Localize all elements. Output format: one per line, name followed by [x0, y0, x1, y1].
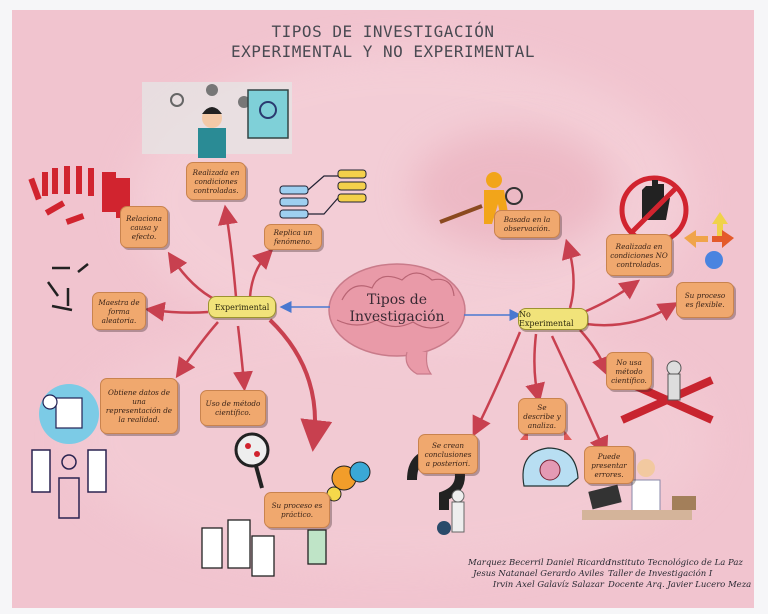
arrow-exp-6 — [232, 325, 253, 392]
random-arrows-icon — [46, 263, 89, 312]
noexp-box-observacion: Basada en la observación. — [494, 210, 560, 238]
checklist-person-icon — [31, 384, 107, 519]
author-2: Jesus Natanael Gerardo Aviles — [472, 569, 604, 579]
authors-block: Marquez Becerril Daniel Ricardo Jesus Na… — [468, 558, 611, 591]
arrow-exp-4 — [144, 301, 209, 322]
arrow-noexp-7 — [550, 335, 609, 457]
center-label-line-2: Investigación — [349, 309, 445, 325]
exp-box-controlled: Realizada en condiciones controladas. — [186, 162, 246, 200]
arrow-exp-5 — [175, 321, 219, 379]
arrow-noexp-4 — [579, 329, 611, 377]
teacher-certificate-icon — [142, 82, 292, 158]
experimental-pill: Experimental — [208, 296, 276, 318]
institution-line-2: Taller de Investigación I — [608, 569, 713, 579]
noexp-box-conclusiones: Se crean conclusiones a posteriori. — [418, 434, 478, 474]
arrow-exp-3 — [167, 251, 217, 302]
no-experimental-pill: No Experimental — [518, 308, 588, 330]
exp-box-metodo: Uso de método científico. — [200, 390, 266, 426]
brain-head-icon — [520, 430, 579, 487]
exp-box-obtiene-datos: Obtiene datos de una representación de l… — [100, 378, 178, 434]
institution-block: Instituto Tecnológico de La Paz Taller d… — [608, 558, 752, 591]
stop-hand-icon — [619, 175, 689, 245]
database-icon — [279, 169, 367, 219]
arrow-exp-2 — [248, 248, 274, 298]
noexp-box-flexible: Su proceso es flexible. — [676, 282, 734, 318]
noexp-box-errores: Puede presentar errores. — [584, 446, 634, 484]
title-line-1: TIPOS DE INVESTIGACIÓN — [271, 22, 495, 41]
direction-arrows-icon — [684, 212, 734, 269]
arrow-exp-1 — [218, 204, 238, 298]
author-1: Marquez Becerril Daniel Ricardo — [468, 558, 611, 568]
arrow-exp-7 — [268, 318, 333, 452]
noexp-box-describe: Se describe y analiza. — [518, 398, 566, 434]
arrow-noexp-6 — [472, 331, 522, 437]
domino-icon — [28, 166, 130, 225]
arrow-noexp-3 — [585, 302, 679, 327]
noexp-box-no-controladas: Realizada en condiciones NO controladas. — [606, 234, 672, 276]
arrow-noexp-1 — [561, 238, 582, 309]
magnifier-icon — [234, 432, 270, 489]
center-label-line-1: Tipos de — [366, 292, 428, 308]
author-3: Irvin Axel Galavíz Salazar — [492, 580, 604, 590]
arrow-noexp-5 — [525, 333, 545, 404]
exp-box-practico: Su proceso es práctico. — [264, 492, 330, 528]
doctor-desk-icon — [582, 459, 696, 520]
center-label: Tipos de Investigación — [342, 292, 452, 326]
diagram-canvas — [28, 82, 734, 577]
noexp-box-no-metodo: No usa método científico. — [606, 352, 652, 390]
institution-line-1: Instituto Tecnológico de La Paz — [608, 558, 743, 568]
exp-box-causa-efecto: Relaciona causa y efecto. — [120, 206, 168, 248]
institution-line-3: Docente Arq. Javier Lucero Meza — [608, 580, 752, 590]
title-line-2: EXPERIMENTAL Y NO EXPERIMENTAL — [231, 42, 535, 61]
gears-icon — [326, 461, 371, 502]
exp-box-replica: Replica un fenómeno. — [264, 224, 322, 250]
arrow-noexp-2 — [583, 279, 641, 314]
sketch-people-icon — [201, 519, 327, 577]
poster: TIPOS DE INVESTIGACIÓN EXPERIMENTAL Y NO… — [12, 10, 754, 608]
brain-icon — [328, 263, 466, 375]
exp-box-aleatoria: Maestra de forma aleatoria. — [92, 292, 146, 330]
